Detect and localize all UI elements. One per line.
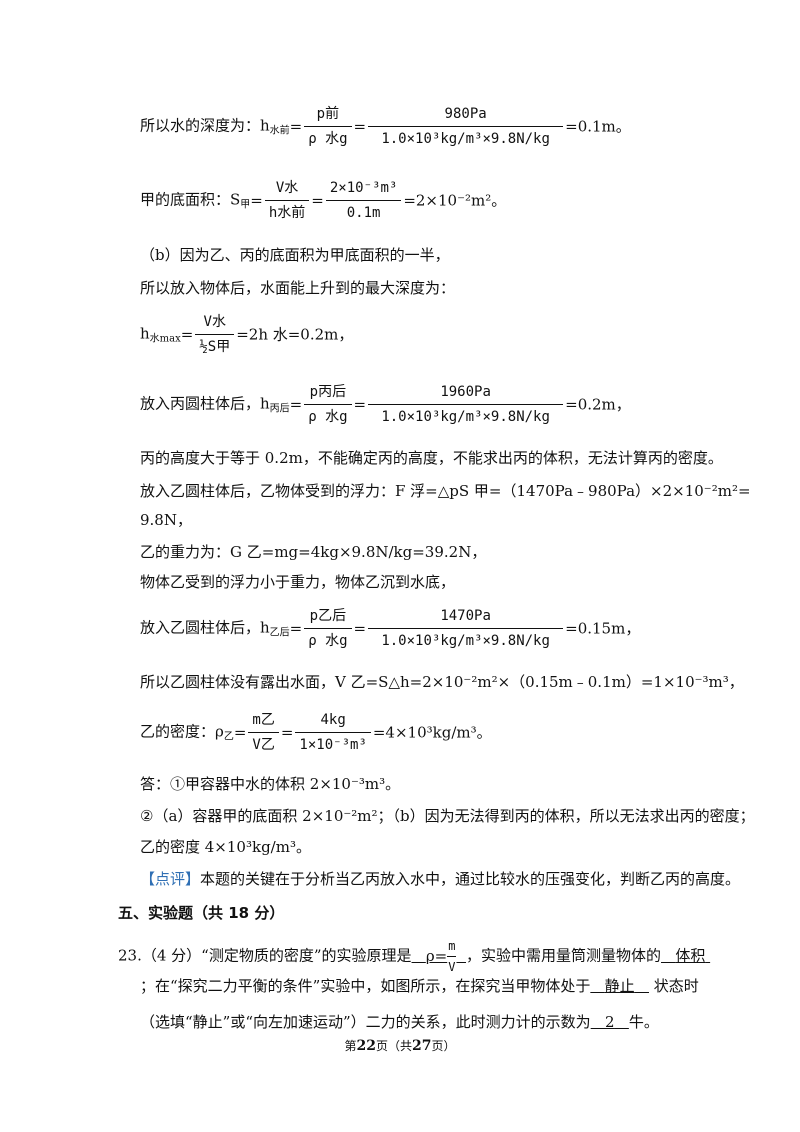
text-line: 9.8N， — [140, 511, 192, 529]
page-total: 27 — [412, 1038, 432, 1054]
text-line: 所以放入物体后，水面能上升到的最大深度为： — [140, 279, 456, 297]
page-footer: 第22页（共27页） — [344, 1038, 456, 1054]
comment-line: 【点评】本题的关键在于分析当乙丙放入水中，通过比较水的压强变化，判断乙丙的高度。 — [140, 870, 741, 888]
answer-line: 乙的密度 4×10³kg/m³。 — [140, 838, 311, 856]
text-line: 物体乙受到的浮力小于重力，物体乙沉到水底， — [140, 573, 456, 591]
text-line: 放入乙圆柱体后，乙物体受到的浮力：F 浮=△pS 甲=（1470Pa﹣980Pa… — [140, 482, 751, 500]
comment-tag: 【点评】 — [140, 870, 201, 888]
answer-line: 答：①甲容器中水的体积 2×10⁻³m³。 — [140, 775, 401, 793]
text-line: 乙的重力为：G 乙=mg=4kg×9.8N/kg=39.2N， — [140, 543, 487, 561]
section-heading: 五、实验题（共 18 分） — [118, 904, 285, 922]
answer-blank: 2 — [605, 1013, 615, 1031]
question-23-line-3: （选填“静止”或“向左加速运动”）二力的关系，此时测力计的示数为 2 牛。 — [140, 1013, 659, 1031]
text-line: 丙的高度大于等于 0.2m，不能确定丙的高度，不能求出丙的体积，无法计算丙的密度… — [140, 449, 723, 467]
answer-blank: 体积 — [675, 946, 706, 965]
question-23-line-2: ；在“探究二力平衡的条件”实验中，如图所示，在探究当甲物体处于 静止 状态时 — [140, 977, 699, 995]
page-number: 22 — [356, 1038, 376, 1054]
text-line: 所以乙圆柱体没有露出水面，V 乙=S△h=2×10⁻²m²×（0.15m﹣0.1… — [140, 673, 744, 691]
answer-line: ②（a）容器甲的底面积 2×10⁻²m²；（b）因为无法得到丙的体积，所以无法求… — [140, 807, 755, 825]
answer-blank: 静止 — [604, 977, 635, 995]
text-line: （b）因为乙、丙的底面积为甲底面积的一半， — [140, 246, 450, 264]
